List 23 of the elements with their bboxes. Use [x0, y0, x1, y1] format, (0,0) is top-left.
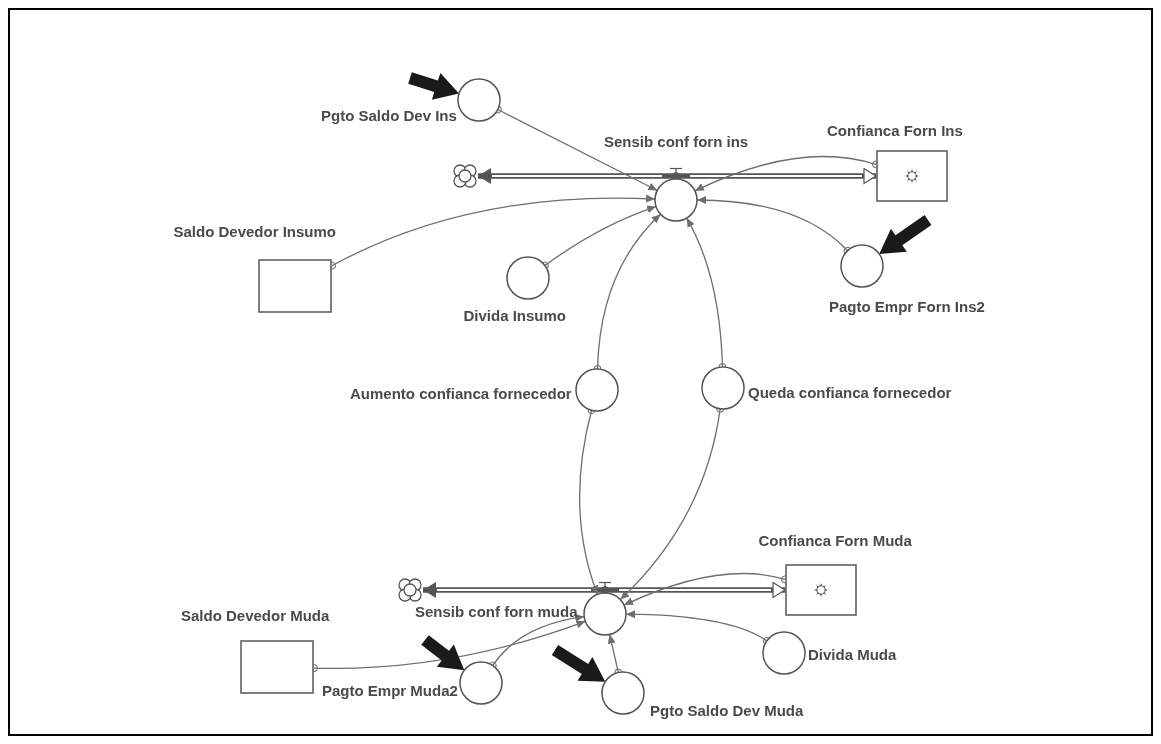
- variable-label: Pgto Saldo Dev Ins: [321, 107, 457, 125]
- variable-label: Divida Muda: [808, 646, 897, 664]
- link-arrow: [625, 610, 771, 645]
- pointer-arrow: [879, 215, 932, 254]
- variable-label: Aumento confianca fornecedor: [350, 385, 572, 403]
- variable-label: Sensib conf forn ins: [604, 133, 749, 151]
- variable-label: Pagto Empr Forn Ins2: [829, 298, 985, 316]
- variable-label: Confianca Forn Ins: [827, 122, 963, 140]
- variable-label: Pagto Empr Muda2: [322, 682, 458, 700]
- pointer-arrow: [551, 644, 606, 682]
- variable-label: Queda confianca fornecedor: [748, 384, 952, 402]
- flow-pipe: [672, 167, 877, 185]
- link-arrow: [488, 614, 585, 670]
- variable-label: Saldo Devedor Insumo: [173, 223, 337, 241]
- variable-label: Divida Insumo: [463, 307, 567, 325]
- variable-label: Saldo Devedor Muda: [181, 607, 330, 625]
- pointer-arrow: [408, 72, 459, 100]
- variable-label: Sensib conf forn muda: [415, 603, 578, 621]
- variable-label: Confianca Forn Muda: [758, 532, 912, 550]
- link-arrow: [696, 196, 852, 255]
- variable-label: Pgto Saldo Dev Muda: [650, 702, 804, 720]
- flow-pipe: [601, 581, 786, 599]
- pointer-arrow: [421, 635, 465, 671]
